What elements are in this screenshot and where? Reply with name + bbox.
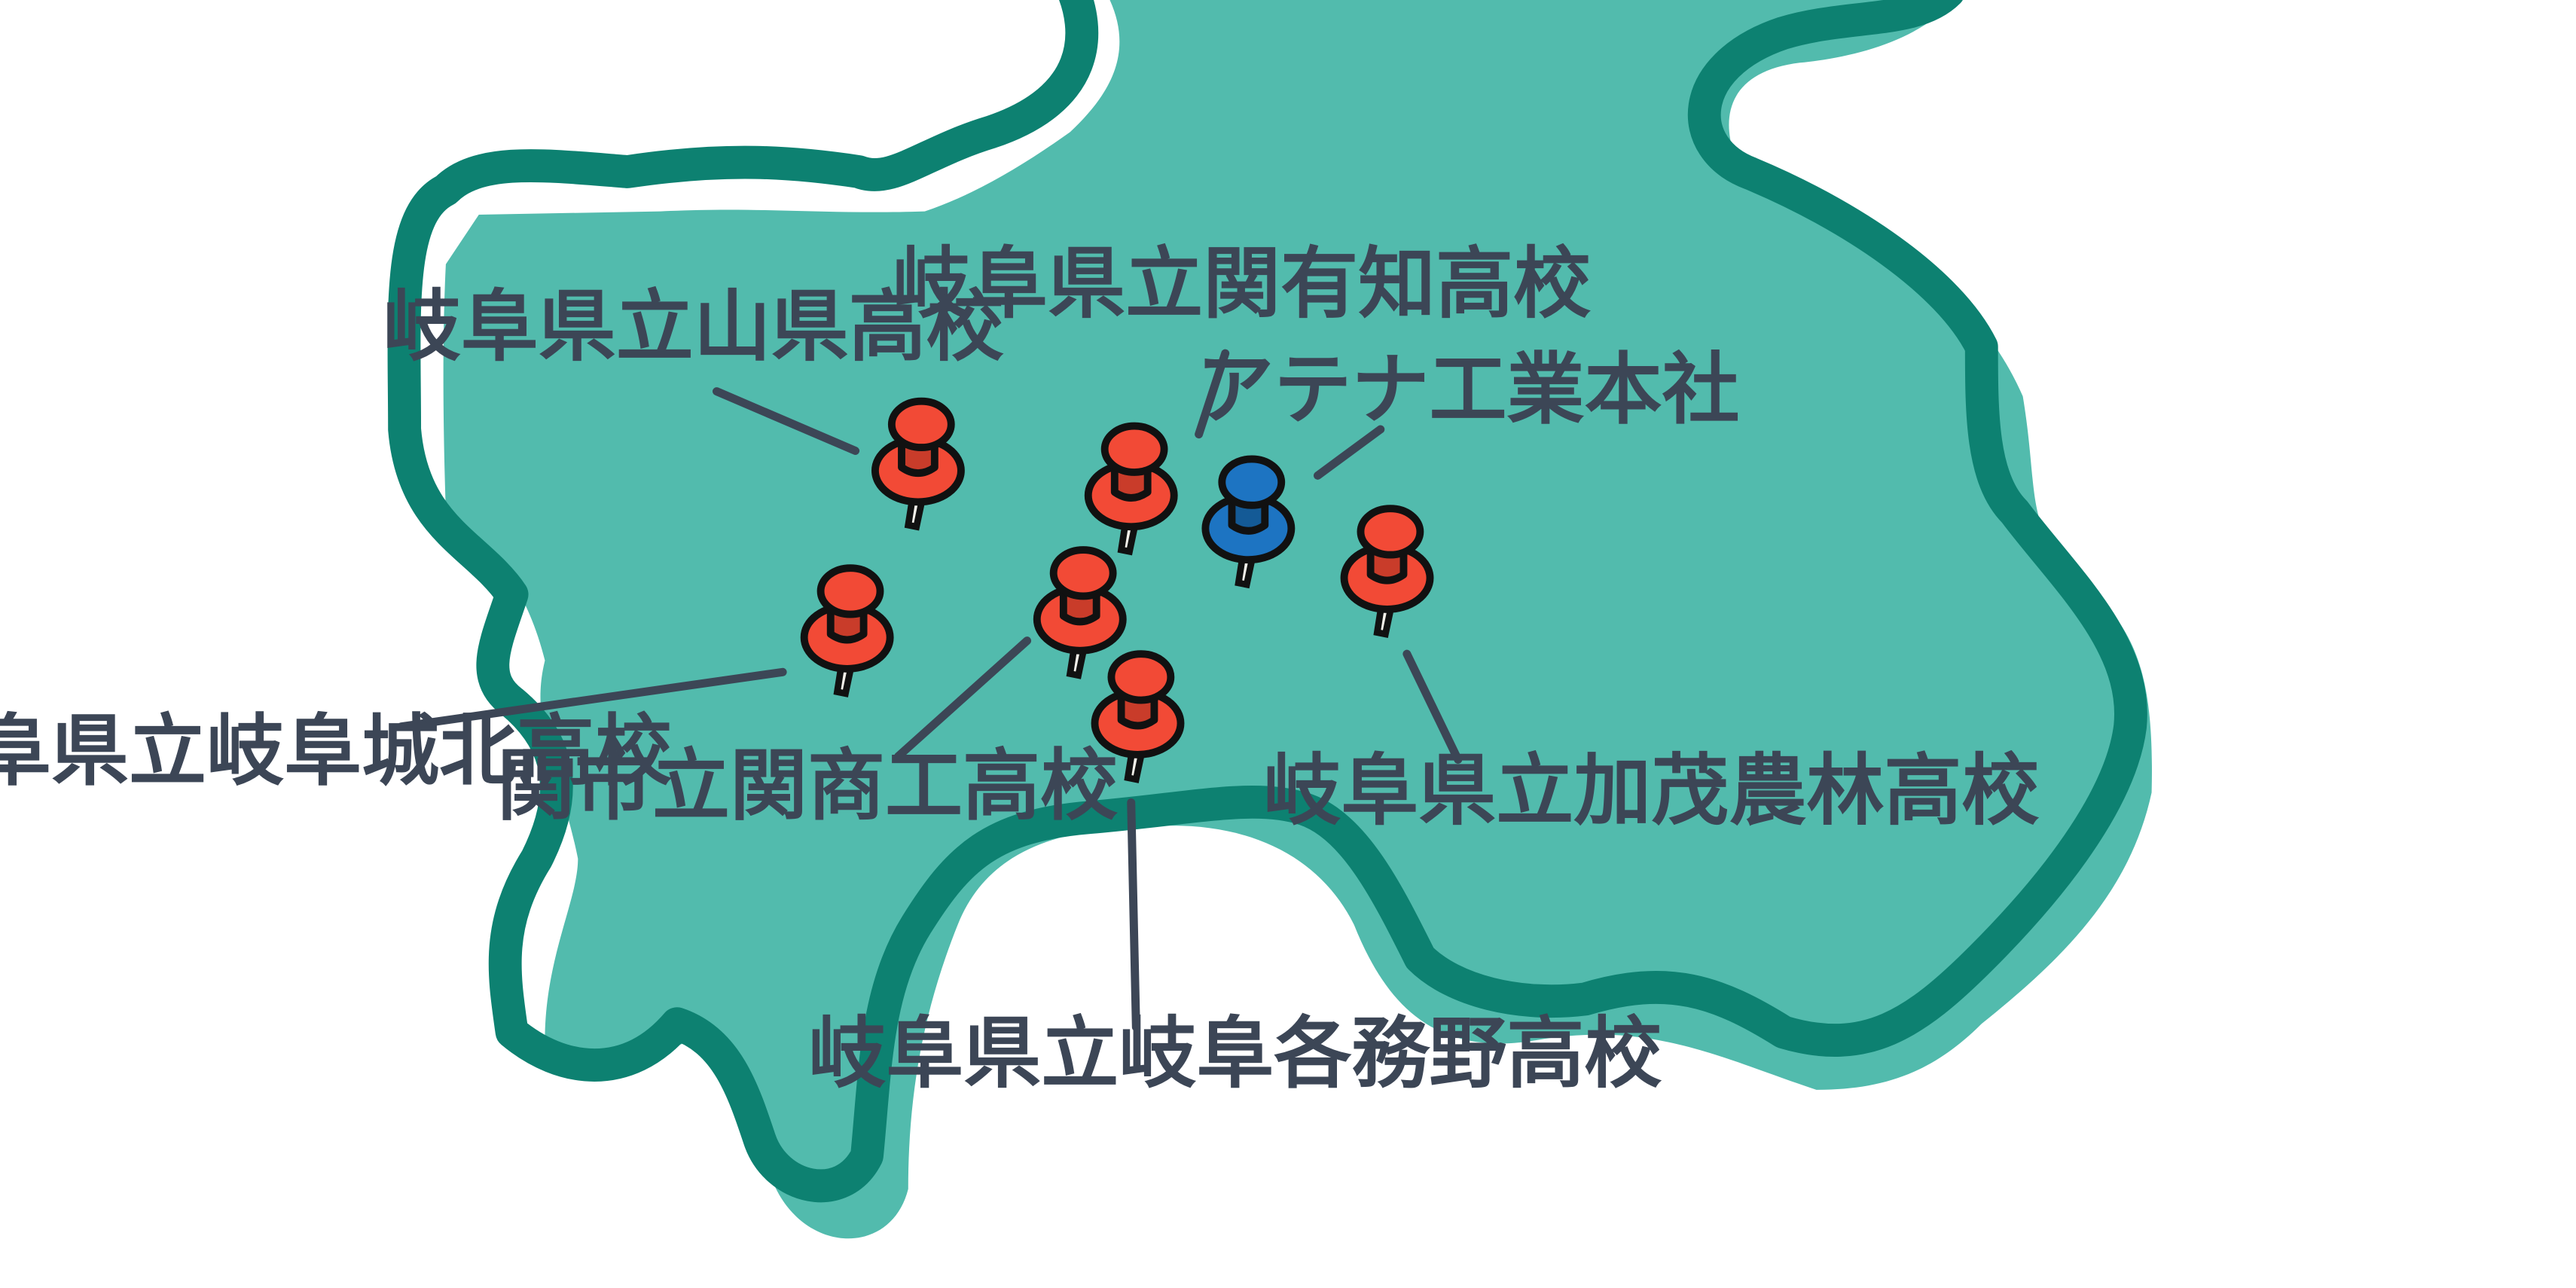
label-sekiyuchi: 岐阜県立関有知高校 [893, 239, 1591, 329]
leader-line-sekiyuchi [1195, 349, 1230, 439]
leader-line-kakamigahara [1127, 798, 1140, 1032]
leader-line-yamagata [712, 387, 860, 455]
leader-line-kamo [1402, 649, 1463, 764]
prefecture-border [387, 0, 2147, 1203]
prefecture-region [443, 0, 2152, 1239]
leader-line-shoko [894, 636, 1032, 761]
label-kamo: 岐阜県立加茂農林高校 [1263, 746, 2039, 836]
label-johoku: 岐阜県立岐阜城北高校 [0, 707, 672, 797]
label-kakamigahara: 岐阜県立岐阜各務野高校 [808, 1009, 1662, 1099]
leader-line-johoku [397, 667, 787, 731]
label-athena-headquarters: アテナ工業本社 [1196, 344, 1739, 435]
label-yamagata: 岐阜県立山県高校 [383, 282, 1004, 372]
label-shoko: 関市立関商工高校 [497, 741, 1118, 832]
leader-line-athena [1313, 425, 1385, 480]
